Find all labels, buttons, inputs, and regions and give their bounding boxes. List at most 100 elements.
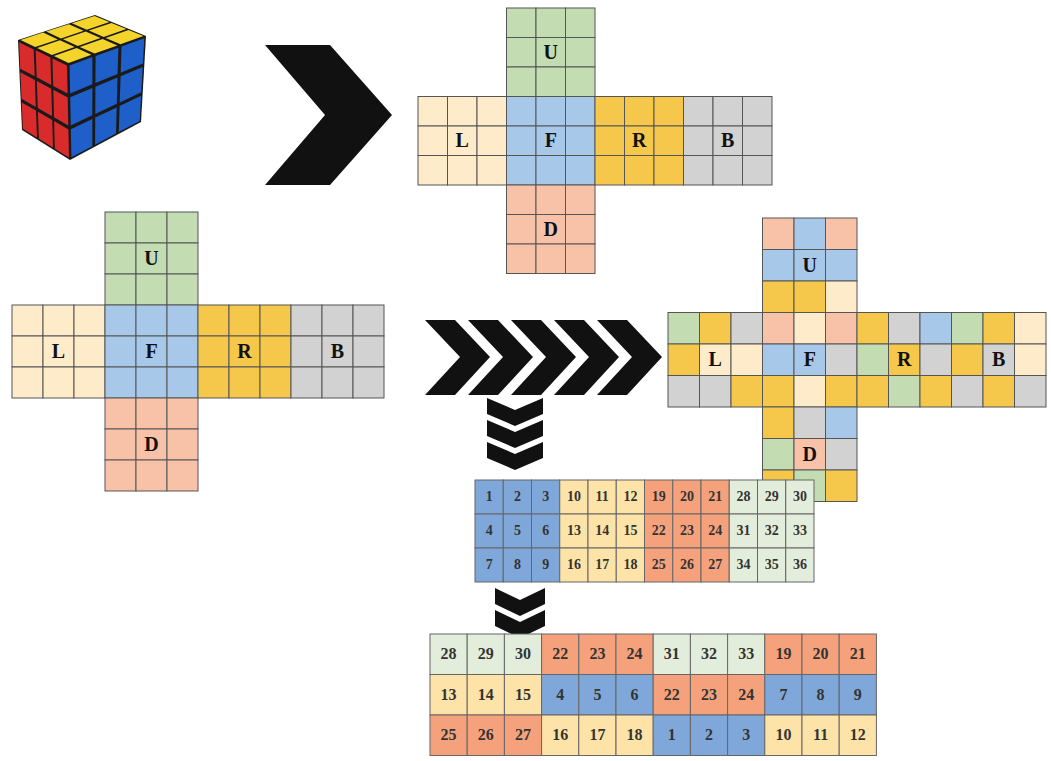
face-letter: B (713, 126, 743, 156)
grid-cell (560, 514, 588, 548)
face-letter: U (794, 250, 826, 282)
net-cell (794, 344, 826, 376)
grid-cell (765, 634, 802, 675)
grid-cell (645, 514, 673, 548)
net-cell (763, 281, 795, 313)
cell-number: 5 (579, 675, 616, 716)
net-cell (136, 460, 167, 491)
net-cell (229, 305, 260, 336)
face-letter: B (983, 344, 1015, 376)
net-cell (507, 215, 537, 245)
grid-cell (802, 715, 839, 756)
grid-cell (786, 480, 814, 514)
net-cell (105, 429, 136, 460)
net-cell (507, 126, 537, 156)
net-cell (668, 376, 700, 408)
net-cell (625, 126, 655, 156)
face-letter: R (889, 344, 921, 376)
net-cell (167, 460, 198, 491)
cell-number: 22 (645, 514, 673, 548)
net-cell (952, 344, 984, 376)
net-cell (826, 281, 858, 313)
grid-cell (728, 715, 765, 756)
net-cell (353, 367, 384, 398)
cell-number: 13 (430, 675, 467, 716)
grid-cell (690, 675, 727, 716)
cube-sticker (22, 102, 37, 137)
net-cell (43, 305, 74, 336)
cell-number: 25 (430, 715, 467, 756)
grid-cell (690, 634, 727, 675)
net-cell (322, 336, 353, 367)
net-cell (763, 250, 795, 282)
net-cell (136, 212, 167, 243)
cell-number: 15 (616, 514, 644, 548)
cube-sticker (70, 57, 93, 93)
grid-cell (616, 634, 653, 675)
grid-cell (430, 675, 467, 716)
net-cell (448, 126, 478, 156)
net-cell (507, 8, 537, 38)
grid-cell (579, 715, 616, 756)
net-cell (448, 156, 478, 186)
net-cell (826, 344, 858, 376)
grid-cell (653, 675, 690, 716)
net-cell (12, 367, 43, 398)
net-cell (763, 439, 795, 471)
grid-cell (673, 480, 701, 514)
grid-cell (532, 548, 560, 582)
grid-cell (430, 715, 467, 756)
cell-number: 7 (475, 548, 503, 582)
cell-number: 29 (758, 480, 786, 514)
net-cell (654, 126, 684, 156)
net-cell (1015, 344, 1047, 376)
net-cell (566, 97, 596, 127)
net-cell (684, 126, 714, 156)
cell-number: 8 (503, 548, 531, 582)
net-cell (136, 336, 167, 367)
net-cell (654, 156, 684, 186)
grid-cell (616, 548, 644, 582)
grid-cell (765, 675, 802, 716)
net-cell (448, 97, 478, 127)
net-cell (74, 367, 105, 398)
cell-number: 36 (786, 548, 814, 582)
net-cell (536, 38, 566, 68)
net-cell (198, 305, 229, 336)
cell-number: 2 (503, 480, 531, 514)
net-cell (536, 244, 566, 274)
grid-cell (588, 480, 616, 514)
net-cell (353, 336, 384, 367)
cube-sticker (54, 121, 69, 157)
cell-number: 16 (542, 715, 579, 756)
net-cell (12, 336, 43, 367)
net-cell (536, 67, 566, 97)
net-cell (763, 376, 795, 408)
grid-cell (728, 634, 765, 675)
face-letter: F (794, 344, 826, 376)
net-cell (595, 126, 625, 156)
net-cell (857, 344, 889, 376)
net-cell (826, 470, 858, 502)
net-cell (167, 212, 198, 243)
net-cell (566, 185, 596, 215)
cell-number: 35 (758, 548, 786, 582)
grid-cell (690, 715, 727, 756)
cell-number: 8 (802, 675, 839, 716)
net-cell (136, 305, 167, 336)
cell-number: 19 (765, 634, 802, 675)
net-cell (507, 244, 537, 274)
grid-cell (467, 634, 504, 675)
net-cell (167, 305, 198, 336)
net-cell (826, 376, 858, 408)
net-cell (136, 429, 167, 460)
grid-cell (467, 715, 504, 756)
cell-number: 16 (560, 548, 588, 582)
grid-cell (475, 548, 503, 582)
face-letter: L (700, 344, 732, 376)
net-cell (322, 305, 353, 336)
net-cell (731, 344, 763, 376)
cube-sticker (95, 78, 117, 114)
net-cell (105, 336, 136, 367)
